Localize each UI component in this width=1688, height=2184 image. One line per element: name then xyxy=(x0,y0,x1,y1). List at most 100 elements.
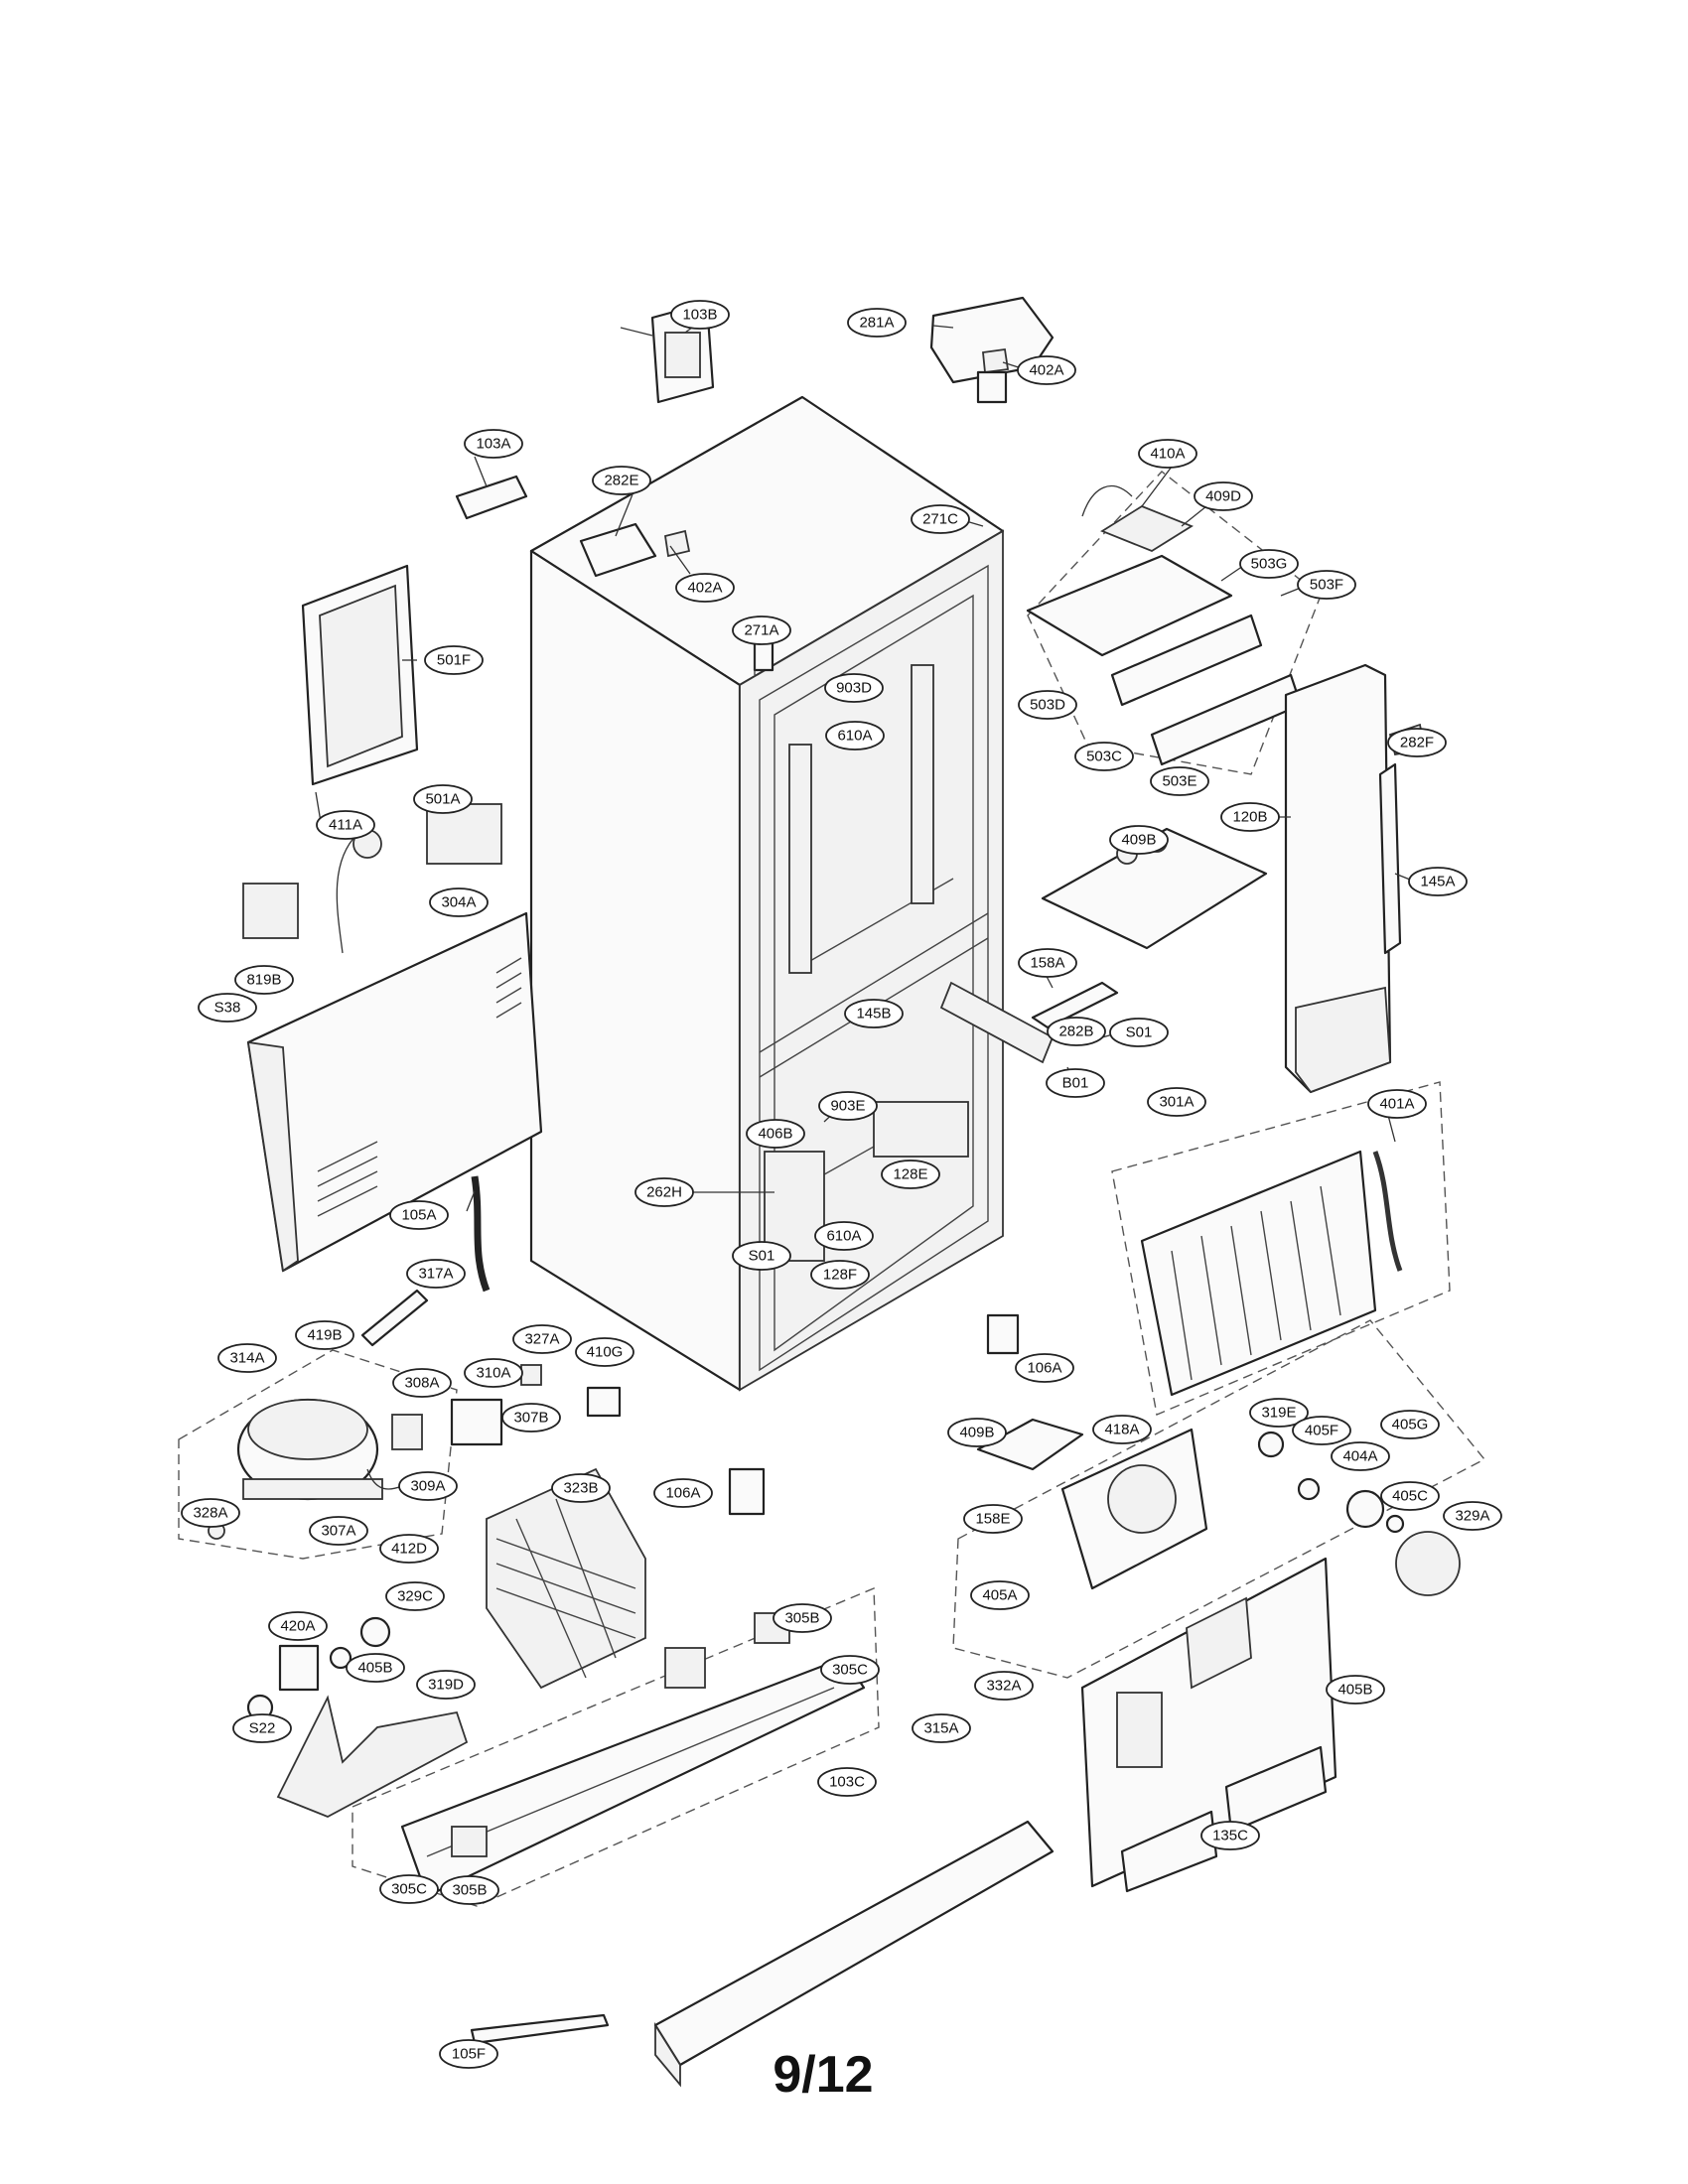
callout-label: 402A xyxy=(1029,362,1063,379)
callout-oval xyxy=(575,1337,634,1367)
callout-label: 262H xyxy=(646,1184,682,1201)
callout-106a: 106A xyxy=(1015,1353,1074,1383)
callout-label: 158E xyxy=(975,1511,1010,1528)
callout-oval xyxy=(316,810,375,840)
callout-120b: 120B xyxy=(1220,802,1280,832)
callout-oval xyxy=(346,1653,405,1683)
callout-label: 103C xyxy=(829,1774,865,1791)
callout-323b: 323B xyxy=(551,1473,611,1503)
machine-cover xyxy=(242,803,543,1273)
callout-oval xyxy=(1017,355,1076,385)
callout-label: 501A xyxy=(425,791,460,808)
callout-label: 503G xyxy=(1251,556,1288,573)
callout-271c: 271C xyxy=(911,504,970,534)
callout-411a: 411A xyxy=(316,810,375,840)
callout-label: 319E xyxy=(1261,1405,1296,1422)
callout-305b: 305B xyxy=(440,1875,499,1905)
callout-135c: 135C xyxy=(1200,1821,1260,1850)
callout-label: 310A xyxy=(476,1365,510,1382)
callout-oval xyxy=(881,1160,940,1189)
callout-label: 304A xyxy=(441,894,476,911)
callout-label: 282B xyxy=(1058,1024,1093,1040)
callout-label: 328A xyxy=(193,1505,227,1522)
lamp-socket xyxy=(976,1418,1084,1471)
callout-label: 329A xyxy=(1455,1508,1489,1525)
callout-label: 305C xyxy=(832,1662,868,1679)
callout-oval xyxy=(385,1581,445,1611)
callout-label: 410G xyxy=(587,1344,624,1361)
callout-label: 128E xyxy=(893,1166,927,1183)
callout-282e: 282E xyxy=(592,466,651,495)
callout-label: 308A xyxy=(404,1375,439,1392)
callout-409d: 409D xyxy=(1194,481,1253,511)
page-number: 9/12 xyxy=(773,2046,873,2104)
callout-327a: 327A xyxy=(512,1324,572,1354)
callout-label: 405A xyxy=(982,1587,1017,1604)
callout-oval xyxy=(1109,1018,1169,1047)
callout-oval xyxy=(847,308,907,338)
callout-310a: 310A xyxy=(464,1358,523,1388)
callout-oval xyxy=(1367,1089,1427,1119)
callout-503g: 503G xyxy=(1239,549,1299,579)
callout-oval xyxy=(732,615,791,645)
callout-label: 158A xyxy=(1030,955,1064,972)
callout-label: 106A xyxy=(665,1485,700,1502)
callout-oval xyxy=(268,1611,328,1641)
front-grille xyxy=(653,1820,1055,2088)
callout-282f: 282F xyxy=(1387,728,1447,757)
callout-903e: 903E xyxy=(818,1091,878,1121)
callout-label: 323B xyxy=(563,1480,598,1497)
callout-s38: S38 xyxy=(198,993,257,1023)
callout-label: 282F xyxy=(1400,735,1434,751)
callout-oval xyxy=(295,1320,354,1350)
callout-label: 819B xyxy=(246,972,281,989)
callout-329c: 329C xyxy=(385,1581,445,1611)
callout-128e: 128E xyxy=(881,1160,940,1189)
callout-409b: 409B xyxy=(1109,825,1169,855)
callout-oval xyxy=(653,1478,713,1508)
callout-281a: 281A xyxy=(847,308,907,338)
callout-oval xyxy=(416,1670,476,1700)
callout-label: B01 xyxy=(1062,1075,1089,1092)
callout-oval xyxy=(181,1498,240,1528)
callout-label: 329C xyxy=(397,1588,433,1605)
callout-105f: 105F xyxy=(439,2039,498,2069)
callout-405g: 405G xyxy=(1380,1410,1440,1439)
callout-label: 420A xyxy=(280,1618,315,1635)
callout-317a: 317A xyxy=(406,1259,466,1289)
callout-label: 327A xyxy=(524,1331,559,1348)
callout-oval xyxy=(1194,481,1253,511)
callout-oval xyxy=(429,887,489,917)
callout-410g: 410G xyxy=(575,1337,634,1367)
callout-262h: 262H xyxy=(634,1177,694,1207)
callout-oval xyxy=(464,429,523,459)
callout-oval xyxy=(379,1534,439,1564)
air-duct xyxy=(1284,663,1427,1094)
callout-145a: 145A xyxy=(1408,867,1468,896)
callout-oval xyxy=(551,1473,611,1503)
callout-405b: 405B xyxy=(346,1653,405,1683)
callout-label: 503D xyxy=(1030,697,1065,714)
callout-oval xyxy=(773,1603,832,1633)
callout-oval xyxy=(675,573,735,603)
callout-610a: 610A xyxy=(814,1221,874,1251)
callout-s01: S01 xyxy=(732,1241,791,1271)
callout-158a: 158A xyxy=(1018,948,1077,978)
lower-hinge-bracket xyxy=(1031,981,1119,1029)
callout-oval xyxy=(912,1713,971,1743)
callout-oval xyxy=(1380,1410,1440,1439)
callout-158e: 158E xyxy=(963,1504,1023,1534)
callout-oval xyxy=(1239,549,1299,579)
callout-label: 410A xyxy=(1150,446,1185,463)
callout-oval xyxy=(1387,728,1447,757)
callout-329a: 329A xyxy=(1443,1501,1502,1531)
callout-401a: 401A xyxy=(1367,1089,1427,1119)
callout-label: 307B xyxy=(513,1410,548,1427)
callout-oval xyxy=(810,1260,870,1290)
callout-305b: 305B xyxy=(773,1603,832,1633)
callout-412d: 412D xyxy=(379,1534,439,1564)
callout-oval xyxy=(1015,1353,1074,1383)
callout-oval xyxy=(634,1177,694,1207)
callout-128f: 128F xyxy=(810,1260,870,1290)
